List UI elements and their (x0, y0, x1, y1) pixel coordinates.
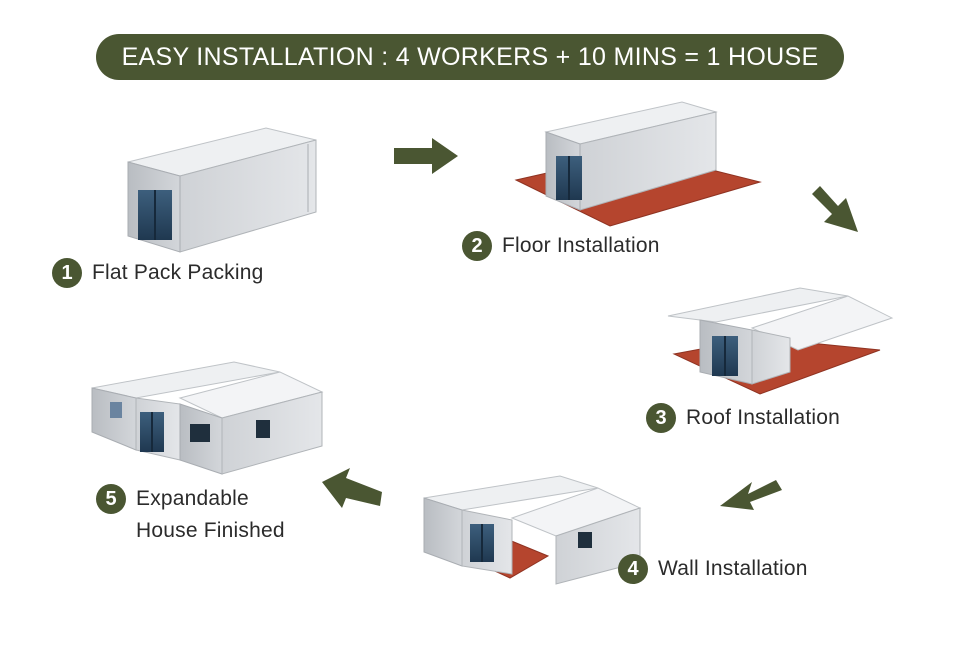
step-3: 3 Roof Installation (646, 402, 840, 434)
step-4: 4 Wall Installation (618, 553, 808, 585)
finished-house-illustration (91, 361, 324, 475)
arrow-icon-step1-to-2 (394, 138, 458, 174)
roof-installation-illustration (667, 287, 894, 395)
step-label: Roof Installation (686, 406, 840, 429)
step-number-badge: 1 (52, 258, 82, 288)
arrow-icon-step3-to-4 (720, 480, 782, 510)
step-1: 1 Flat Pack Packing (52, 257, 263, 289)
title-banner: EASY INSTALLATION : 4 WORKERS + 10 MINS … (96, 34, 844, 80)
flat-pack-container-illustration (127, 127, 317, 253)
step-number-badge: 3 (646, 403, 676, 433)
step-number-badge: 2 (462, 231, 492, 261)
arrow-icon-step2-to-3 (812, 186, 858, 232)
step-number-badge: 5 (96, 484, 126, 514)
step-label: Wall Installation (658, 557, 808, 580)
wall-installation-illustration (423, 475, 642, 585)
floor-installation-illustration (514, 101, 762, 227)
title-text: EASY INSTALLATION : 4 WORKERS + 10 MINS … (121, 42, 819, 71)
step-label: Flat Pack Packing (92, 261, 264, 284)
step-label: Expandable House Finished (136, 487, 285, 542)
step-2: 2 Floor Installation (462, 230, 660, 262)
arrow-icon-step4-to-5 (322, 468, 382, 508)
step-5: 5 Expandable House Finished (96, 483, 285, 547)
step-label: Floor Installation (502, 234, 660, 257)
step-number-badge: 4 (618, 554, 648, 584)
